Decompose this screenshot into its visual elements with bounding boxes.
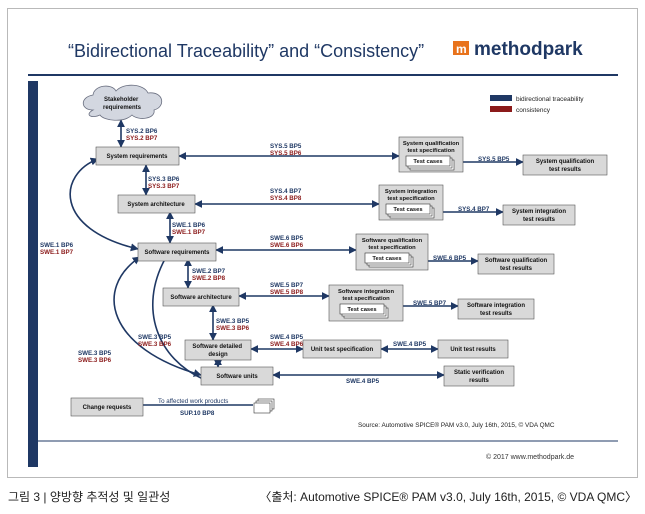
slide-title: “Bidirectional Traceability” and “Consis… — [68, 41, 424, 61]
methodpark-logo-icon — [453, 41, 469, 55]
svg-text:SYS.4 BP7: SYS.4 BP7 — [458, 206, 490, 213]
svg-text:SWE.1 BP7: SWE.1 BP7 — [40, 249, 74, 256]
svg-text:SWE.1 BP6: SWE.1 BP6 — [172, 222, 206, 229]
software-detailed-design-box — [184, 339, 252, 361]
legend-swatch-consistency — [490, 106, 512, 112]
software-architecture-box — [162, 287, 240, 307]
svg-text:SWE.4 BP5: SWE.4 BP5 — [346, 378, 380, 385]
caption-left: 그림 3 | 양방향 추적성 및 일관성 — [8, 490, 171, 504]
svg-text:SWE.3 BP6: SWE.3 BP6 — [78, 357, 112, 364]
software-requirements-label: Software requirements — [144, 250, 210, 256]
svg-text:SWE.1 BP7: SWE.1 BP7 — [172, 229, 206, 236]
legend-swatch-traceability — [490, 95, 512, 101]
svg-text:SWE.3 BP6: SWE.3 BP6 — [138, 341, 172, 348]
svg-text:To affected work products: To affected work products — [158, 398, 228, 405]
connectors — [69, 119, 524, 406]
svg-text:SWE.6 BP6: SWE.6 BP6 — [270, 242, 304, 249]
system-architecture-box — [117, 194, 196, 214]
svg-text:SWE.3 BP6: SWE.3 BP6 — [216, 325, 250, 332]
source-text: Source: Automotive SPICE® PAM v3.0, July… — [358, 421, 555, 429]
svg-text:SWE.6 BP5: SWE.6 BP5 — [433, 255, 467, 262]
software-qualification-test-results-box — [477, 253, 555, 275]
unit-test-results-box — [437, 339, 509, 359]
svg-text:SYS.3 BP6: SYS.3 BP6 — [148, 176, 180, 183]
test-cases-label-1: Test cases — [413, 159, 442, 165]
svg-text:SYS.4 BP7: SYS.4 BP7 — [270, 188, 302, 195]
svg-text:SWE.1 BP6: SWE.1 BP6 — [40, 242, 74, 249]
svg-text:SYS.2 BP7: SYS.2 BP7 — [126, 135, 158, 142]
static-verification-results-box — [443, 365, 515, 387]
test-cases-label-4: Test cases — [347, 307, 376, 313]
slide: “Bidirectional Traceability” and “Consis… — [7, 8, 638, 478]
svg-text:SYS.5 BP6: SYS.5 BP6 — [270, 150, 302, 157]
change-requests-label: Change requests — [83, 405, 132, 411]
logo-text: methodpark — [474, 39, 583, 60]
system-qualification-test-results-box — [522, 154, 608, 176]
svg-text:SWE.3 BP5: SWE.3 BP5 — [78, 350, 112, 357]
test-cases-label-3: Test cases — [372, 256, 401, 262]
svg-text:SYS.2 BP6: SYS.2 BP6 — [126, 128, 158, 135]
change-requests-box — [70, 397, 144, 417]
software-architecture-label: Software architecture — [170, 295, 232, 301]
svg-text:SWE.5 BP7: SWE.5 BP7 — [270, 282, 304, 289]
system-integration-test-results-box — [502, 204, 576, 226]
svg-text:SYS.5 BP5: SYS.5 BP5 — [270, 143, 302, 150]
traceability-diagram: “Bidirectional Traceability” and “Consis… — [28, 39, 618, 467]
unit-test-specification-label: Unit test specification — [311, 347, 374, 353]
left-accent-bar — [28, 81, 38, 467]
svg-text:SWE.2 BP8: SWE.2 BP8 — [192, 275, 226, 282]
legend-label-consistency: consistency — [516, 107, 551, 114]
svg-text:SYS.5 BP5: SYS.5 BP5 — [478, 156, 510, 163]
caption-right: 〈출처: Automotive SPICE® PAM v3.0, July 16… — [259, 490, 637, 504]
stakeholder-requirements-cloud: Stakeholder requirements — [82, 84, 162, 121]
svg-text:SWE.4 BP5: SWE.4 BP5 — [393, 341, 427, 348]
logo-mark: m — [456, 42, 467, 56]
svg-text:SWE.5 BP8: SWE.5 BP8 — [270, 289, 304, 296]
software-integration-test-results-box — [457, 298, 535, 320]
software-units-label: Software units — [216, 374, 258, 380]
svg-text:SWE.4 BP6: SWE.4 BP6 — [270, 341, 304, 348]
document-stack-icon — [253, 398, 275, 414]
svg-text:SYS.4 BP8: SYS.4 BP8 — [270, 195, 302, 202]
svg-text:SWE.2 BP7: SWE.2 BP7 — [192, 268, 226, 275]
system-requirements-box — [95, 146, 180, 166]
stakeholder-line2: requirements — [103, 105, 142, 111]
svg-text:SWE.3 BP5: SWE.3 BP5 — [216, 318, 250, 325]
svg-text:SUP.10 BP8: SUP.10 BP8 — [180, 410, 215, 417]
svg-text:SWE.3 BP5: SWE.3 BP5 — [138, 334, 172, 341]
svg-text:Stakeholder requirements: Stakeholder requirements — [103, 97, 142, 111]
software-requirements-box — [137, 242, 217, 262]
test-cases-label-2: Test cases — [393, 207, 422, 213]
svg-text:SWE.6 BP5: SWE.6 BP5 — [270, 235, 304, 242]
legend-label-traceability: bidirectional traceability — [516, 96, 584, 103]
svg-text:SWE.4 BP5: SWE.4 BP5 — [270, 334, 304, 341]
software-units-box — [200, 366, 274, 386]
figure-caption: 그림 3 | 양방향 추적성 및 일관성 〈출처: Automotive SPI… — [0, 482, 645, 514]
svg-text:SWE.5 BP7: SWE.5 BP7 — [413, 300, 447, 307]
system-requirements-label: System requirements — [106, 154, 168, 160]
unit-test-results-label: Unit test results — [450, 347, 496, 353]
copyright-text: © 2017 www.methodpark.de — [486, 453, 574, 461]
unit-test-specification-box — [302, 339, 382, 359]
svg-text:SYS.3 BP7: SYS.3 BP7 — [148, 183, 180, 190]
svg-text:Software detailed design: Software detailed design — [192, 344, 243, 358]
bp-labels: SYS.2 BP6 SYS.2 BP7 SYS.5 BP5 SYS.5 BP6 … — [40, 128, 510, 417]
system-architecture-label: System architecture — [127, 202, 185, 208]
stakeholder-line1: Stakeholder — [104, 97, 139, 103]
main-boxes: System requirements System architecture … — [70, 146, 608, 417]
